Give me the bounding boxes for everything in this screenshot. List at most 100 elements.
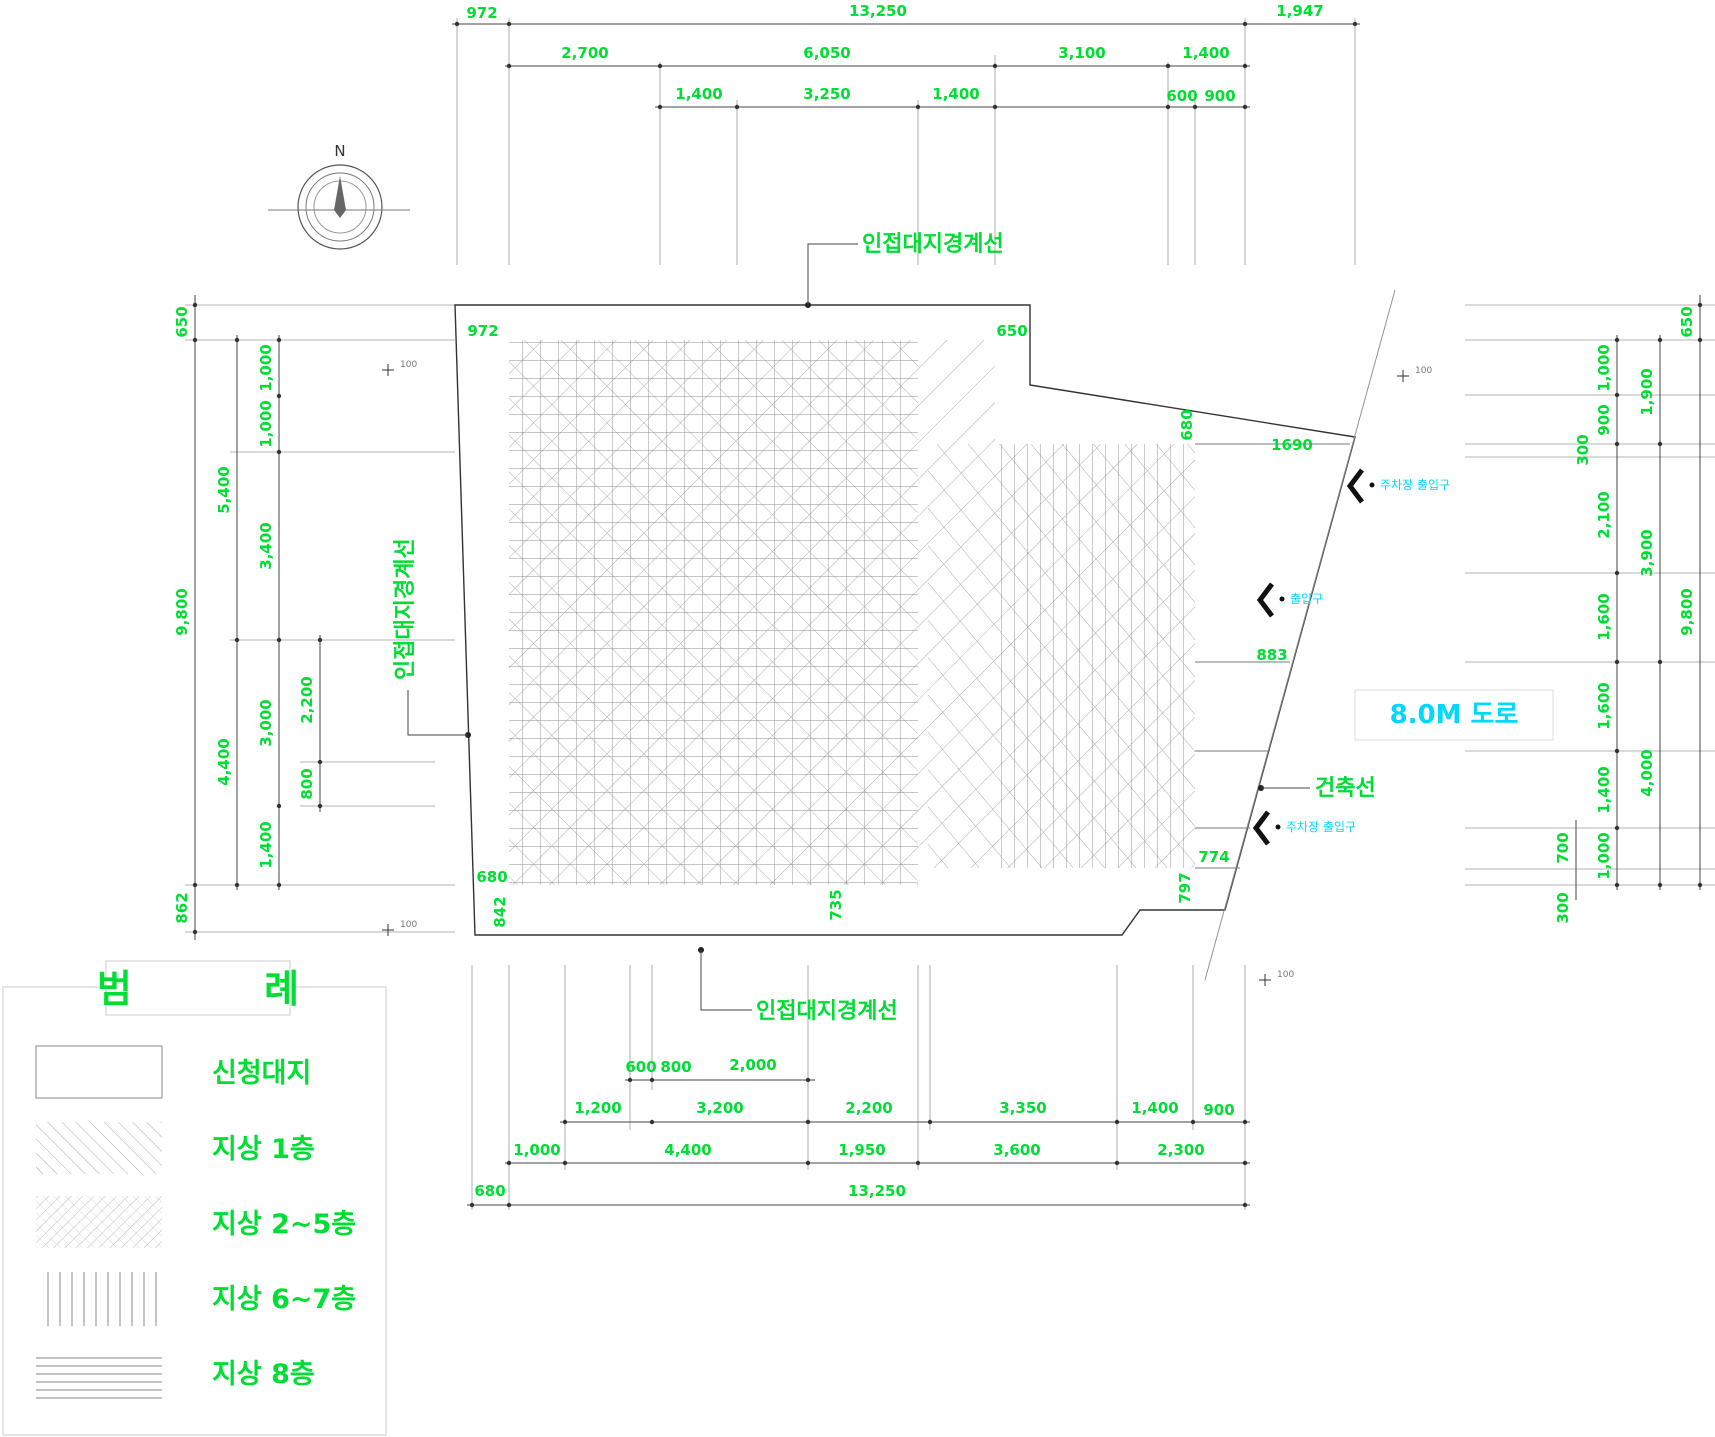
road-label-box: 8.0M 도로: [1354, 689, 1554, 741]
dim-right-650: 650: [1678, 306, 1696, 337]
dim-top-3100: 3,100: [1058, 44, 1105, 62]
dim-right-2100: 2,100: [1595, 491, 1613, 538]
offset-1690: 1690: [1271, 436, 1313, 454]
dim-right-300b: 300: [1554, 892, 1572, 923]
legend-label-floor6-7: 지상 6~7층: [212, 1284, 356, 1315]
legend-label-site: 신청대지: [212, 1058, 311, 1089]
dim-right-1600b: 1,600: [1595, 682, 1613, 729]
mark-100-c: 100: [400, 920, 417, 930]
top-dimension-ticks: [454, 21, 1358, 110]
parking-entrance-lower: 주차장 출입구: [1252, 810, 1356, 846]
legend-title: 범 례: [97, 967, 299, 1011]
dim-bot-2000: 2,000: [729, 1056, 776, 1074]
dim-bot-3200: 3,200: [696, 1099, 743, 1117]
dim-right-4000: 4,000: [1638, 749, 1656, 796]
dim-right-9800: 9,800: [1678, 588, 1696, 635]
right-dimension-texts: 650 9,800 1,900 3,900 4,000 1,000 900 2,…: [1554, 306, 1696, 923]
legend-swatch-floor8: [36, 1357, 162, 1399]
right-dimension-lines: [1575, 295, 1701, 900]
upper-entrance-label: 주차장 출입구: [1380, 478, 1450, 492]
dim-right-1000: 1,000: [1595, 344, 1613, 391]
north-arrow: N: [268, 142, 410, 250]
bottom-dimension-texts: 600 800 2,000 1,200 3,200 2,200 3,350 1,…: [474, 1056, 1234, 1200]
dim-right-1900: 1,900: [1638, 368, 1656, 415]
dim-left-1000b: 1,000: [257, 400, 275, 447]
dim-left-3400: 3,400: [257, 522, 275, 569]
legend: 범 례 신청대지 지상 1층 지상 2~5층 지상 6~7층 지상 8층: [2, 960, 387, 1436]
offset-883: 883: [1256, 646, 1287, 664]
bottom-dimension-lines: [467, 1079, 1250, 1206]
dim-left-2200: 2,200: [298, 676, 316, 723]
dim-left-650: 650: [173, 306, 191, 337]
dim-bot-800: 800: [660, 1058, 691, 1076]
dim-bot-1950: 1,950: [838, 1141, 885, 1159]
dim-bot-600: 600: [625, 1058, 656, 1076]
dim-bot-13250: 13,250: [848, 1182, 906, 1200]
dim-top-3250: 3,250: [803, 85, 850, 103]
building-line-label: 건축선: [1315, 776, 1376, 801]
dim-top-1400c: 1,400: [932, 85, 979, 103]
mark-100-d: 100: [1277, 970, 1294, 980]
dim-right-3900: 3,900: [1638, 529, 1656, 576]
legend-swatch-floor6-7: [47, 1272, 157, 1326]
left-boundary-label: 인접대지경계선: [393, 538, 418, 680]
legend-label-floor8: 지상 8층: [212, 1359, 315, 1390]
dim-right-700: 700: [1554, 832, 1572, 863]
dim-bot-1200: 1,200: [574, 1099, 621, 1117]
offset-735: 735: [827, 889, 845, 920]
offset-972: 972: [467, 322, 498, 340]
left-dimension-texts: 650 9,800 862 5,400 4,400 1,000 1,000 3,…: [173, 306, 316, 923]
top-boundary-label: 인접대지경계선: [862, 232, 1004, 257]
dim-left-1400: 1,400: [257, 821, 275, 868]
top-dimension-lines: [452, 23, 1360, 108]
legend-swatch-floor1: [36, 1122, 162, 1174]
dim-left-9800: 9,800: [173, 588, 191, 635]
offset-774: 774: [1198, 848, 1229, 866]
dim-right-1600a: 1,600: [1595, 593, 1613, 640]
site-offset-labels: 972 650 680 680 842 735 797 774 883 1690: [467, 322, 1313, 928]
dim-bot-2300: 2,300: [1157, 1141, 1204, 1159]
offset-680b: 680: [1178, 409, 1196, 440]
dim-top-2700: 2,700: [561, 44, 608, 62]
dim-bot-680: 680: [474, 1182, 505, 1200]
offset-680: 680: [476, 868, 507, 886]
legend-label-floor1: 지상 1층: [212, 1134, 315, 1165]
legend-label-floor2-5: 지상 2~5층: [212, 1209, 356, 1240]
mark-100-b: 100: [1415, 366, 1432, 376]
dim-left-862: 862: [173, 892, 191, 923]
main-entrance: 출입구: [1256, 582, 1323, 618]
extension-lines: [185, 18, 1715, 1210]
offset-797: 797: [1176, 872, 1194, 903]
dim-left-5400: 5,400: [215, 466, 233, 513]
boundary-leaders: 인접대지경계선 인접대지경계선 인접대지경계선 건축선: [393, 232, 1376, 1024]
dim-bot-1000: 1,000: [513, 1141, 560, 1159]
dim-top-972: 972: [466, 4, 497, 22]
left-dimension-ticks: [192, 302, 323, 935]
right-dimension-ticks: [1614, 302, 1703, 888]
mark-100-a: 100: [400, 360, 417, 370]
dim-bot-1400: 1,400: [1131, 1099, 1178, 1117]
dim-top-600: 600: [1166, 87, 1197, 105]
parking-entrance-upper: 주차장 출입구: [1346, 468, 1450, 504]
dim-right-1000b: 1,000: [1595, 832, 1613, 879]
dim-top-1400: 1,400: [1182, 44, 1229, 62]
road-label: 8.0M 도로: [1390, 700, 1519, 730]
dim-right-300a: 300: [1574, 434, 1592, 465]
bottom-dimension-ticks: [469, 1077, 1248, 1208]
dim-left-800: 800: [298, 768, 316, 799]
legend-swatch-site: [35, 1045, 163, 1099]
dim-right-1400: 1,400: [1595, 766, 1613, 813]
dim-left-4400: 4,400: [215, 738, 233, 785]
dim-left-3000: 3,000: [257, 699, 275, 746]
entrance-markers: 주차장 출입구 출입구 주차장 출입구: [1252, 468, 1450, 846]
dim-top-6050: 6,050: [803, 44, 850, 62]
lower-entrance-label: 주차장 출입구: [1286, 820, 1356, 834]
section-marks: 100 100 100 100: [382, 360, 1432, 986]
dim-bot-900: 900: [1203, 1101, 1234, 1119]
offset-650: 650: [996, 322, 1027, 340]
dim-top-1947: 1,947: [1276, 2, 1323, 20]
north-label: N: [334, 142, 345, 160]
dim-top-1400b: 1,400: [675, 85, 722, 103]
left-dimension-lines: [194, 295, 321, 940]
